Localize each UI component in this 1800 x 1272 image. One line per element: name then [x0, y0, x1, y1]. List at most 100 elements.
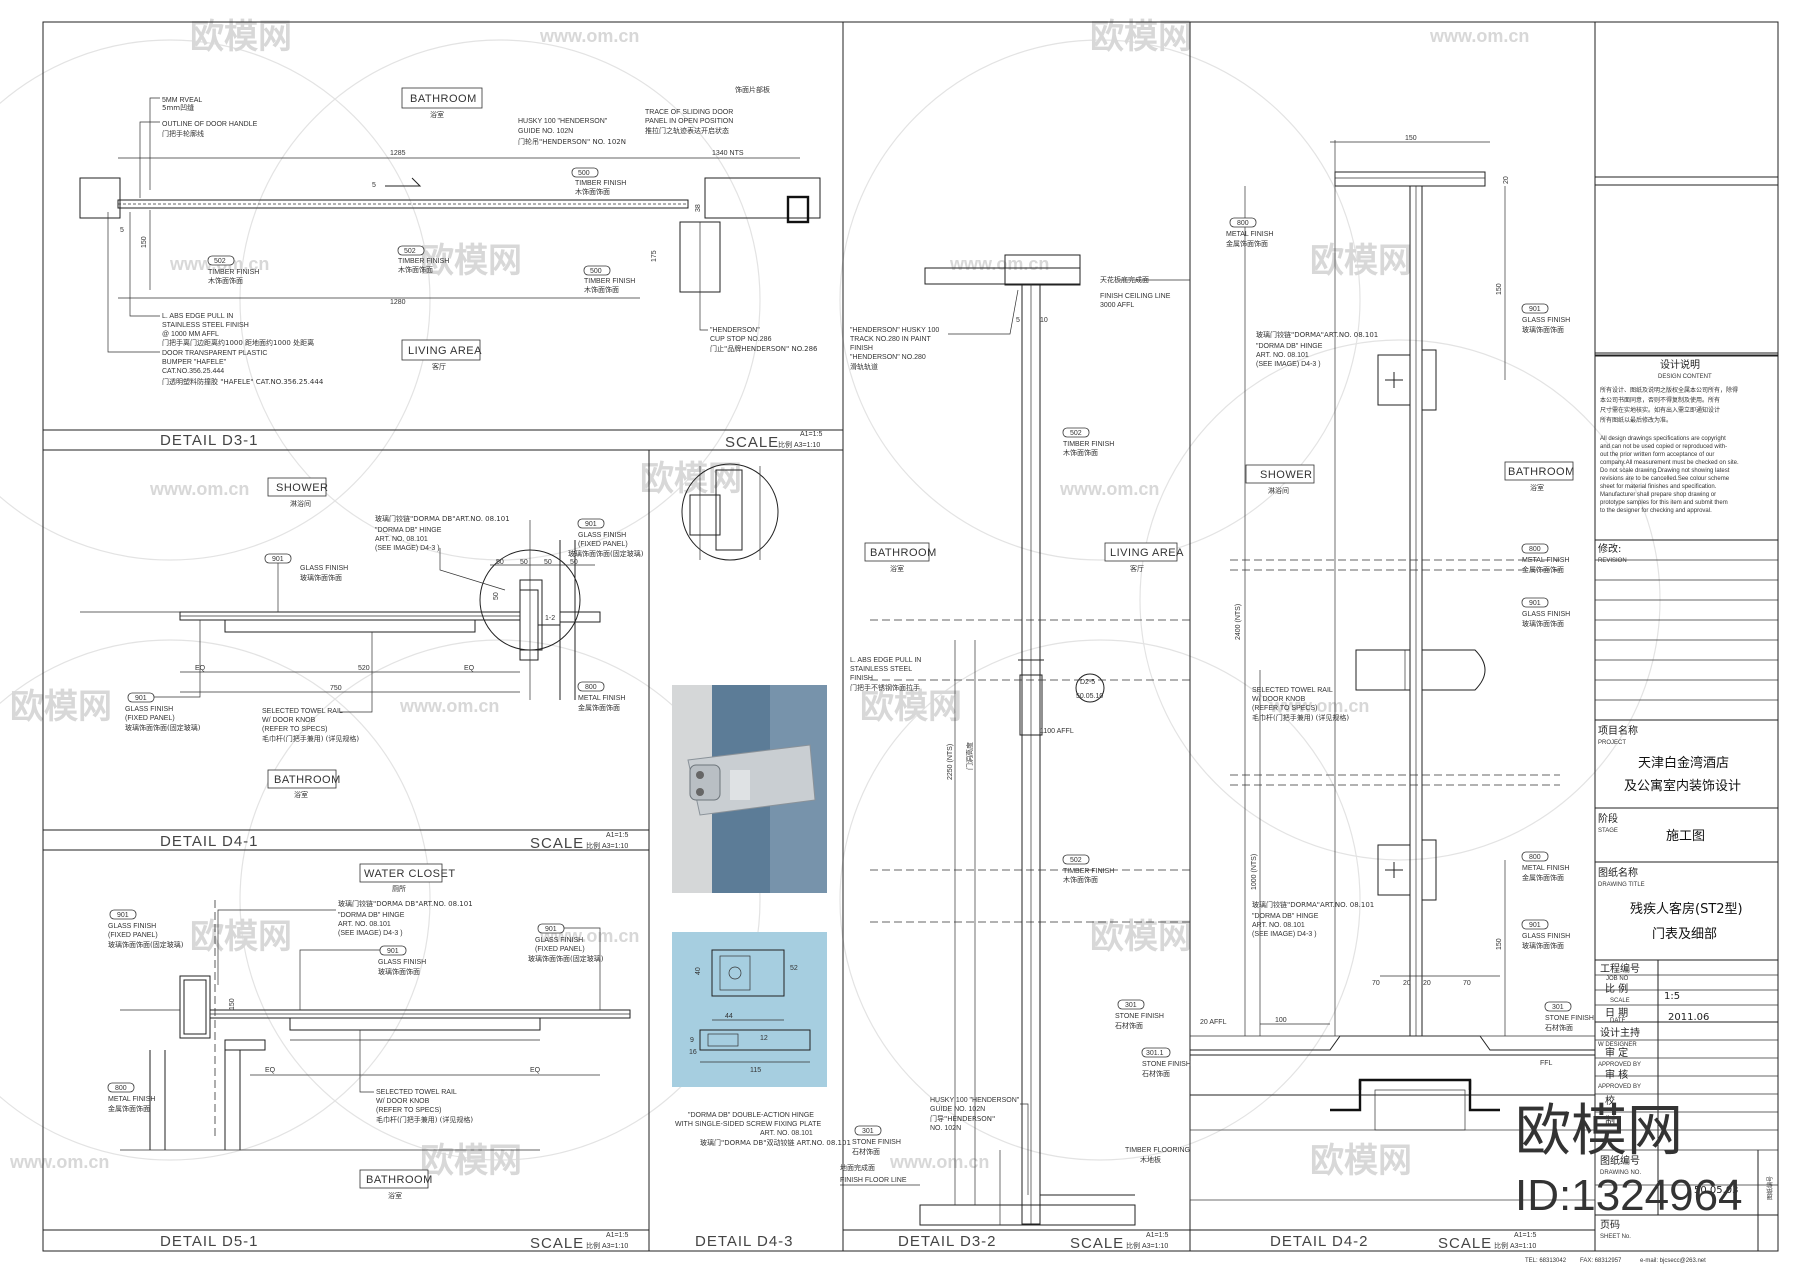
finish-label: TIMBER FINISH: [398, 258, 449, 265]
finish-label: GLASS FINISH: [378, 959, 426, 966]
note-track: FINISH: [850, 345, 873, 352]
svg-text:本公司书面同意，否则不得复制及使用。所有: 本公司书面同意，否则不得复制及使用。所有: [1600, 396, 1720, 404]
finish-label: STONE FINISH: [1115, 1013, 1164, 1020]
room-label-bathroom-cn: 浴室: [294, 790, 308, 799]
room-label-shower: SHOWER: [276, 482, 329, 494]
note-stop-cn: 门止"品牌HENDERSON" NO.286: [710, 344, 818, 353]
project-label-en: PROJECT: [1598, 740, 1626, 746]
watermark-brand: 欧模网: [1090, 17, 1192, 57]
finish-tag: 901: [585, 521, 597, 528]
hinge-photo: [672, 685, 827, 893]
note-guide-cn: 门导"HENDERSON": [930, 1114, 995, 1123]
note-bumper-cn: 门透明塑料防撞胶 "HAFELE" CAT.NO.356.25.444: [162, 377, 324, 386]
note-handle-cn: 门把手轮廓线: [162, 129, 204, 138]
section-ref: 50.05.10: [1076, 693, 1103, 700]
finish-label-cn: 金属饰面饰面: [108, 1104, 150, 1113]
project-name: 天津白金湾酒店: [1638, 755, 1729, 771]
note-hinge-cn: 玻璃门铰链"DORMA"ART.NO. 08.101: [1256, 330, 1378, 339]
room-label-shower-cn: 淋浴间: [1268, 486, 1289, 495]
room-label-bathroom: BATHROOM: [1508, 466, 1575, 478]
note-bumper: BUMPER "HAFELE": [162, 359, 227, 366]
note-timber-floor-cn: 木地板: [1140, 1155, 1161, 1164]
finish-label-cn: 玻璃饰面饰面(固定玻璃): [568, 549, 644, 558]
note-ceiling-cn: 天花板底完成面: [1100, 275, 1149, 284]
finish-tag: 301: [1552, 1004, 1564, 1011]
note-rail: SELECTED TOWEL RAIL: [262, 708, 343, 715]
note-hinge: ART. NO. 08.101: [1256, 352, 1309, 359]
review-label: 审 定: [1605, 1046, 1628, 1059]
finish-tag: 301: [862, 1128, 874, 1135]
watermark-url: www.om.cn: [1269, 696, 1369, 716]
svg-text:所有图纸以最后修改为准。: 所有图纸以最后修改为准。: [1600, 416, 1672, 424]
svg-text:revisions are to be cancelled.: revisions are to be cancelled.See colour…: [1600, 476, 1730, 482]
note-hinge-cn: 玻璃门铰链"DORMA DB"ART.NO. 08.101: [375, 514, 510, 523]
note-pull-cn: 门把手离门边距离约1000 距地面约1000 处距离: [162, 338, 314, 347]
drawing-title: 门表及细部: [1652, 927, 1717, 942]
detail-scale: SCALE: [530, 1235, 584, 1252]
detail-scale: SCALE: [1070, 1235, 1124, 1252]
finish-label-cn: 玻璃饰面饰面(固定玻璃): [125, 723, 201, 732]
watermark-url: www.om.cn: [1429, 26, 1529, 46]
finish-tag: 800: [1529, 546, 1541, 553]
proof-label: 校: [1605, 1094, 1615, 1107]
footer-email: e-mail: bjcsecc@263.net: [1640, 1258, 1706, 1264]
finish-label: (FIXED PANEL): [108, 932, 158, 939]
note-rail: SELECTED TOWEL RAIL: [1252, 687, 1333, 694]
note-cn: 饰面片部板: [735, 85, 770, 94]
note-floor: FINISH FLOOR LINE: [840, 1177, 907, 1184]
note-trace: TRACE OF SLIDING DOOR: [645, 109, 733, 116]
watermark-brand: 欧模网: [640, 459, 742, 499]
note-reveal-cn: 5mm凹缝: [162, 103, 194, 112]
finish-tag: 901: [272, 556, 284, 563]
watermark-url: www.om.cn: [1059, 479, 1159, 499]
dim-label: 38: [695, 204, 702, 212]
svg-text:Do not scale drawing.Drawing n: Do not scale drawing.Drawing not showing…: [1600, 468, 1730, 474]
watermark-url: www.om.cn: [539, 26, 639, 46]
finish-tag: 901: [545, 926, 557, 933]
footer-fax: FAX: 68312957: [1580, 1258, 1622, 1264]
room-label-bathroom: BATHROOM: [410, 93, 477, 105]
designer-label: 设计主持: [1600, 1026, 1640, 1039]
scale-label: 比 例: [1605, 982, 1628, 995]
note-ceiling: 3000 AFFL: [1100, 302, 1134, 309]
detail-title: DETAIL D4-1: [160, 833, 259, 850]
design-content-title: 设计说明: [1660, 358, 1700, 371]
revision-label: 修改:: [1598, 542, 1621, 555]
room-label-living: LIVING AREA: [1110, 547, 1184, 559]
dim-label: 150: [229, 998, 236, 1010]
finish-label-cn: 玻璃饰面饰面(固定玻璃): [108, 940, 184, 949]
dim-label: 1280: [390, 299, 406, 306]
project-name: 及公寓室内装饰设计: [1624, 778, 1741, 794]
note-rail-cn: 毛巾杆(门把手兼用) (详见规格): [1252, 713, 1349, 722]
finish-label-cn: 玻璃饰面饰面: [300, 573, 342, 582]
watermark-brand: 欧模网: [190, 17, 292, 57]
footer-tel: TEL: 68313042: [1525, 1258, 1567, 1264]
finish-label-cn: 木饰面饰面: [208, 276, 243, 285]
dim-label: 750: [330, 685, 342, 692]
note-hinge-cn: 玻璃门铰链"DORMA"ART.NO. 08.101: [1252, 900, 1374, 909]
finish-tag: 800: [1237, 220, 1249, 227]
room-label-bathroom-cn: 浴室: [430, 110, 444, 119]
dim-label: 20: [1503, 176, 1510, 184]
date-value: 2011.06: [1668, 1012, 1709, 1023]
svg-text:to the designer for checking a: to the designer for checking and approva…: [1600, 508, 1712, 514]
dim-label: 5: [1016, 317, 1020, 324]
dim-label: 1100 AFFL: [1040, 728, 1074, 735]
dim-label: 50: [570, 559, 578, 566]
note-hinge: (SEE IMAGE) D4-3 ): [375, 545, 440, 552]
note-rail: (REFER TO SPECS): [262, 726, 327, 733]
designer-label-en: W DESIGNER: [1598, 1042, 1637, 1048]
detail-title: DETAIL D3-1: [160, 432, 259, 449]
hinge-caption-cn: 玻璃门"DORMA DB"双动铰链 ART.NO. 08.101: [700, 1138, 851, 1147]
svg-text:尺寸需在实地核实。如有出入需立即通知设计: 尺寸需在实地核实。如有出入需立即通知设计: [1600, 406, 1720, 414]
hinge-drawing: 44 115 40 9 16 52 12: [672, 932, 827, 1087]
detail-scale-a3: 比例 A3=1:10: [778, 440, 820, 449]
note-pull: STAINLESS STEEL FINISH: [162, 322, 249, 329]
finish-label-cn: 金属饰面饰面: [578, 703, 620, 712]
room-label-bathroom: BATHROOM: [274, 774, 341, 786]
detail-scale-a1: A1=1:5: [800, 431, 822, 438]
finish-label-cn: 玻璃饰面饰面: [378, 967, 420, 976]
watermark-brand: 欧模网: [860, 687, 962, 727]
finish-label: TIMBER FINISH: [584, 278, 635, 285]
detail-title: DETAIL D3-2: [898, 1233, 997, 1250]
